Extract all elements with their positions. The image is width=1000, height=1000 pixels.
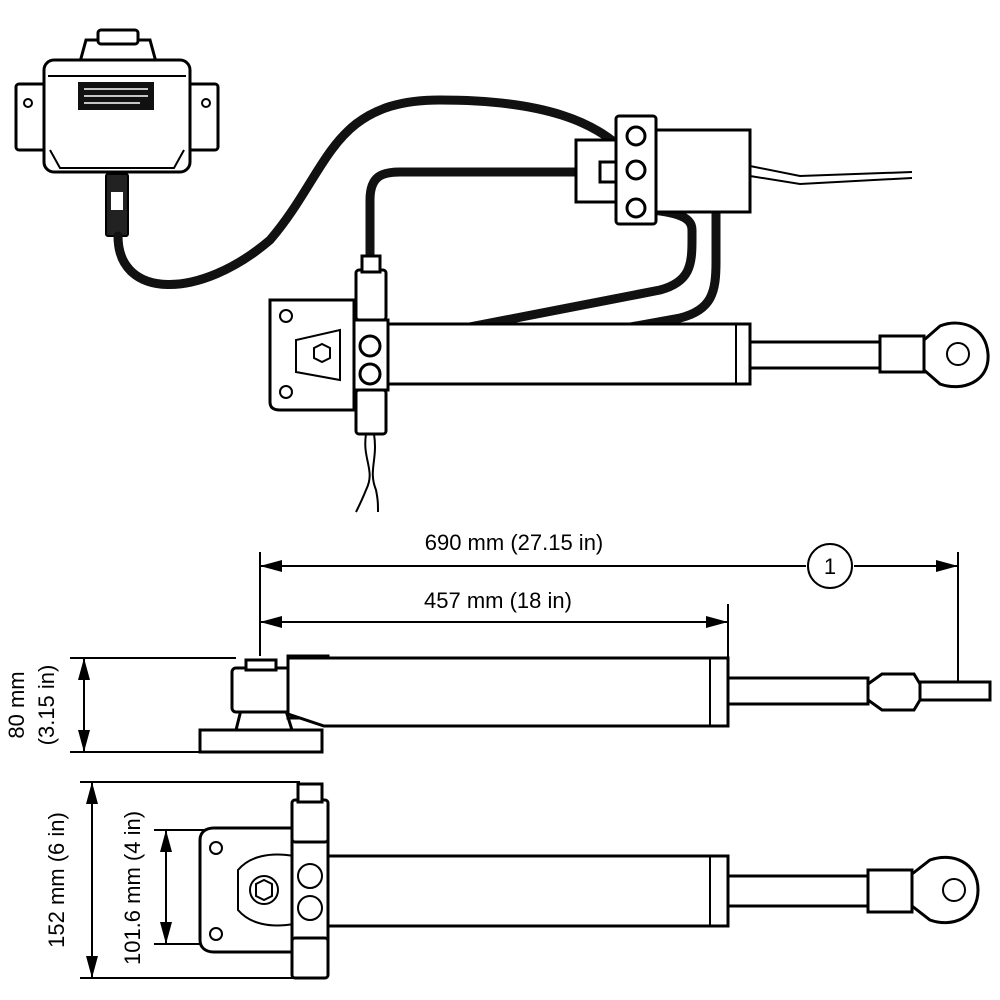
hose-upper (365, 167, 615, 267)
hole-spacing-label: 101.6 mm (4 in) (120, 811, 145, 965)
height-inch-label: (3.15 in) (34, 665, 59, 746)
cylinder-side-view (198, 654, 992, 754)
cylinder-top-view (198, 782, 980, 980)
mount-width-label: 152 mm (6 in) (44, 812, 69, 948)
pump-cable (113, 95, 637, 289)
callout-marker: 1 (807, 543, 853, 589)
body-length-label: 457 mm (18 in) (424, 588, 572, 613)
dimension-lines (70, 552, 959, 979)
cylinder-overview (268, 254, 990, 513)
pump-unit (14, 28, 220, 237)
callout-number: 1 (824, 554, 836, 579)
junction-box (574, 114, 913, 226)
height-label: 80 mm (4, 671, 29, 738)
total-length-label: 690 mm (27.15 in) (425, 530, 604, 555)
